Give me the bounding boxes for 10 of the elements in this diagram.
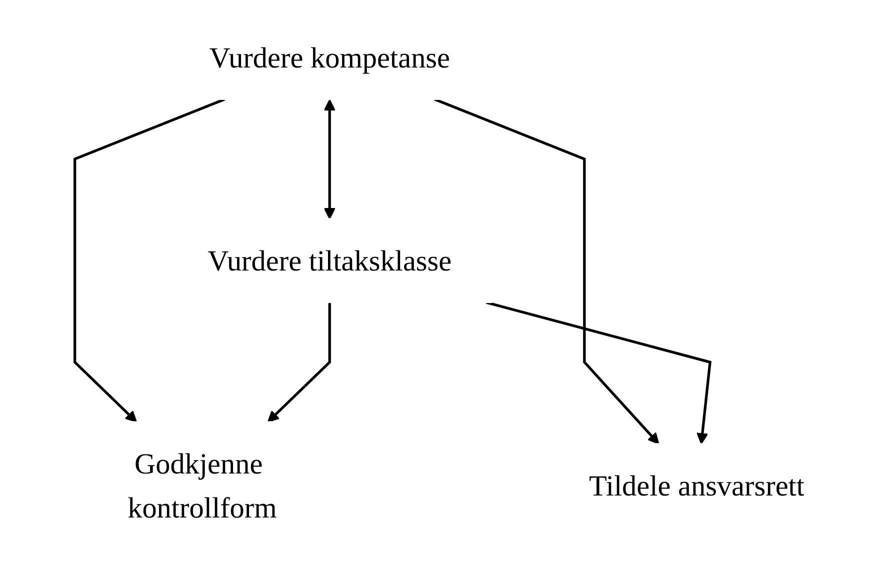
node-text: Tildele ansvarsrett (589, 469, 805, 502)
node-text: Vurdere tiltaksklasse (208, 244, 452, 278)
node-text: Vurdere kompetanse (209, 40, 450, 74)
diagram: Vurdere kompetanse Godkjenne kontrollform Tildele ansvarsrett Vurdere tiltaksklasse (19, 5, 855, 560)
arrow (74, 98, 226, 422)
arrow (486, 301, 712, 444)
arrow (434, 98, 660, 444)
arrow (267, 302, 331, 422)
arrow (324, 99, 336, 220)
node-text: Godkjenne kontrollform (128, 447, 277, 524)
